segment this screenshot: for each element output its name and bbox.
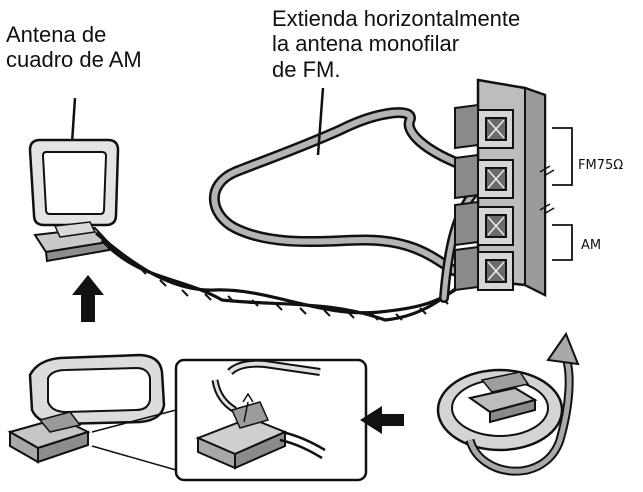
up-arrow-icon	[72, 275, 104, 322]
am-loop-assembled-icon	[10, 355, 176, 470]
am-loop-folded-icon	[438, 370, 562, 450]
fm-wire-antenna-icon	[214, 88, 480, 298]
fm-wire-antenna-label: Extienda horizontalmente la antena monof…	[272, 6, 520, 82]
fm-wire-label-line2: la antena monofilar	[272, 31, 520, 56]
antenna-terminal-block-icon	[455, 80, 572, 295]
fm75-terminal-label: FM75Ω	[578, 158, 623, 173]
fm-wire-label-line1: Extienda horizontalmente	[272, 6, 520, 31]
am-loop-label-line1: Antena de	[6, 22, 142, 47]
am-loop-antenna-icon	[30, 98, 118, 261]
am-loop-antenna-label: Antena de cuadro de AM	[6, 22, 142, 73]
fm-wire-label-line3: de FM.	[272, 57, 520, 82]
am-terminal-label: AM	[581, 238, 601, 253]
detail-zoom-box	[176, 360, 366, 480]
am-loop-label-line2: cuadro de AM	[6, 47, 142, 72]
